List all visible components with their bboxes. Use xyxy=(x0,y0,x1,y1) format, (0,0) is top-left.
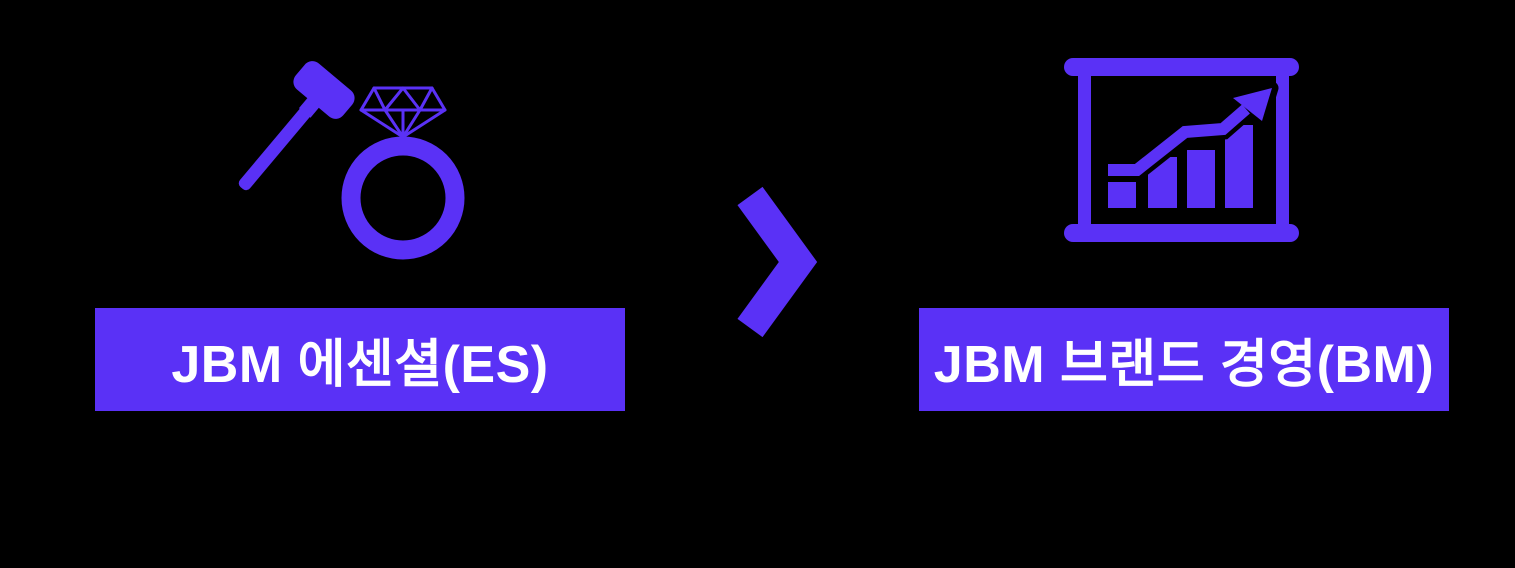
diamond-gem xyxy=(359,86,447,139)
board-frame-bottom-rail xyxy=(1064,224,1299,242)
ring-band xyxy=(341,136,465,260)
bar-chart-bars xyxy=(1108,125,1253,208)
arrowhead xyxy=(1233,88,1272,121)
stage-label-bm: JBM 브랜드 경영(BM) xyxy=(919,308,1449,411)
board-frame-top-rail xyxy=(1064,58,1299,76)
stage-label-es: JBM 에센셜(ES) xyxy=(95,308,625,411)
growth-line xyxy=(1108,104,1250,176)
bar-1 xyxy=(1108,182,1136,208)
gavel-and-diamond-ring-icon xyxy=(238,61,465,260)
growth-arrow xyxy=(1108,81,1279,181)
growth-chart-board-icon xyxy=(1064,58,1299,242)
board-frame-left xyxy=(1078,65,1091,235)
gavel-handle xyxy=(238,106,312,191)
bar-4 xyxy=(1225,125,1253,208)
gavel-icon xyxy=(238,61,355,191)
board-frame xyxy=(1064,58,1299,242)
gavel-head xyxy=(293,61,355,119)
chevron-right-icon xyxy=(737,186,818,338)
bar-3 xyxy=(1187,150,1215,208)
board-frame-right xyxy=(1276,65,1289,235)
diamond-ring-icon xyxy=(341,86,465,260)
